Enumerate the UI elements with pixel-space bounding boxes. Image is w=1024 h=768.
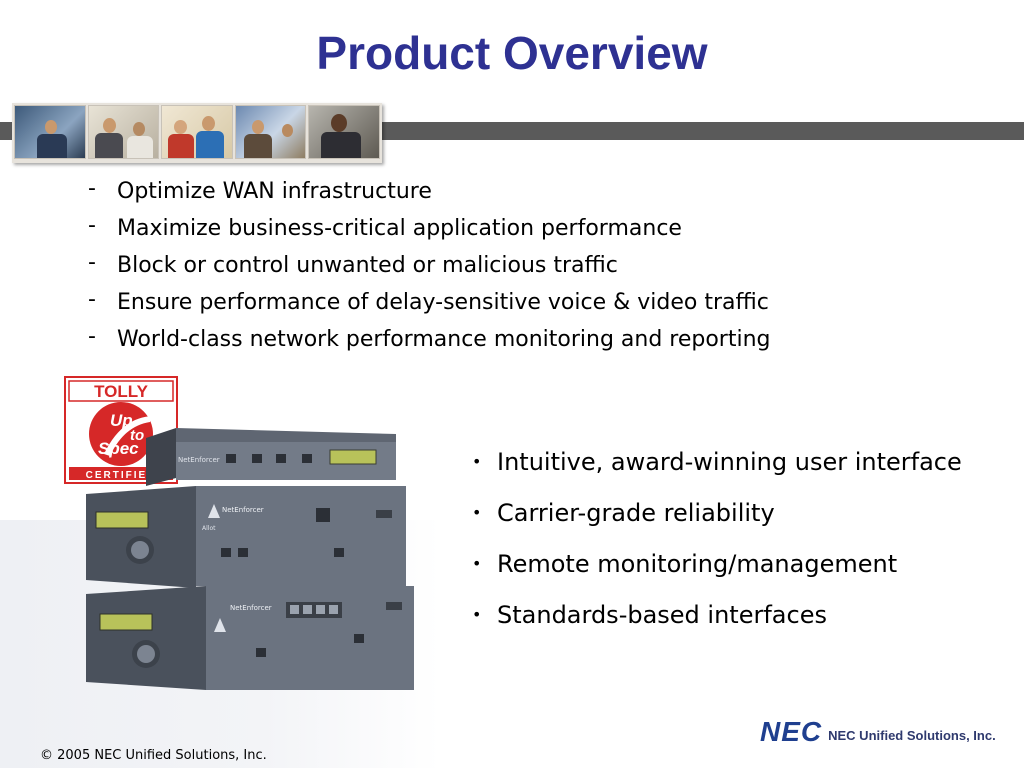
photo-meeting [234,105,307,159]
svg-text:TOLLY: TOLLY [94,382,149,401]
slide-title: Product Overview [316,27,708,79]
photo-business-team [87,105,160,159]
highlight-item: -Optimize WAN infrastructure [88,176,432,205]
bullet-dot: • [472,605,482,624]
feature-item: •Remote monitoring/management [472,550,898,578]
highlight-item: -Block or control unwanted or malicious … [88,250,618,279]
device-bottom-unit: NetEnforcer [86,586,414,690]
highlight-item: -World-class network performance monitor… [88,324,771,353]
copyright-footer: © 2005 NEC Unified Solutions, Inc. [40,748,267,763]
bullet-dot: • [472,452,482,471]
dash-bullet: - [88,324,96,349]
feature-item: •Standards-based interfaces [472,601,827,629]
nec-logo: NEC NEC Unified Solutions, Inc. [760,718,996,746]
svg-text:Up: Up [110,411,133,430]
svg-text:to: to [130,427,144,444]
svg-text:NetEnforcer: NetEnforcer [178,456,220,464]
svg-text:Spec: Spec [98,439,139,458]
photo-office-building [14,105,86,159]
svg-text:NetEnforcer: NetEnforcer [230,604,272,612]
svg-text:Allot: Allot [202,525,216,532]
features-list: •Intuitive, award-winning user interface… [472,446,962,650]
nec-logo-mark: NEC [760,716,823,747]
dash-bullet: - [88,213,96,238]
device-middle-unit: NetEnforcer Allot [86,486,406,588]
dash-bullet: - [88,287,96,312]
photo-family [161,105,233,159]
nec-logo-company: NEC Unified Solutions, Inc. [828,728,996,743]
feature-item: •Intuitive, award-winning user interface [472,448,962,476]
highlight-item: -Ensure performance of delay-sensitive v… [88,287,769,316]
photo-man-on-phone [308,105,380,159]
highlight-item: -Maximize business-critical application … [88,213,682,242]
header-photo-strip [12,103,382,163]
bullet-dot: • [472,503,482,522]
svg-text:CERTIFIED: CERTIFIED [86,470,157,481]
netenforcer-appliances-image: NetEnforcer NetEnforcer Allot NetEnforce… [86,428,414,690]
dash-bullet: - [88,250,96,275]
dash-bullet: - [88,176,96,201]
bullet-dot: • [472,554,482,573]
highlights-list: -Optimize WAN infrastructure -Maximize b… [88,178,771,363]
device-top-unit: NetEnforcer [146,428,396,486]
svg-text:NetEnforcer: NetEnforcer [222,506,264,514]
feature-item: •Carrier-grade reliability [472,499,775,527]
